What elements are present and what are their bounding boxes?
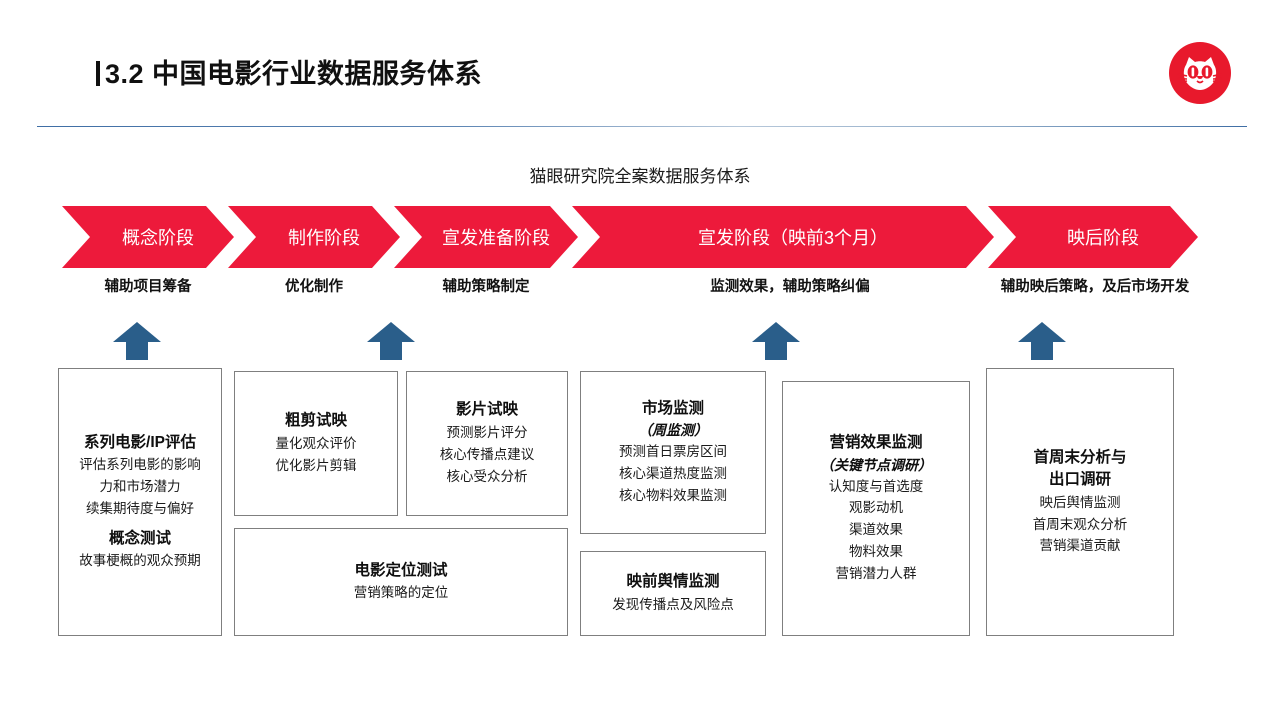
card-line: 观影动机 xyxy=(849,500,903,516)
card-film-screening[interactable]: 影片试映 预测影片评分 核心传播点建议 核心受众分析 xyxy=(406,371,568,516)
card-line: 物料效果 xyxy=(849,544,903,560)
card-line: 优化影片剪辑 xyxy=(275,457,357,473)
card-pre-release-sentiment[interactable]: 映前舆情监测 发现传播点及风险点 xyxy=(580,551,766,636)
chevron-phase-4[interactable]: 宣发阶段（映前3个月） xyxy=(572,206,994,268)
card-title: 营销效果监测 xyxy=(829,434,923,452)
card-title: 粗剪试映 xyxy=(284,412,347,430)
chevron-phase-5[interactable]: 映后阶段 xyxy=(988,206,1198,268)
chevron-phase-2[interactable]: 制作阶段 xyxy=(228,206,400,268)
header-divider xyxy=(37,126,1247,127)
card-line: 映后舆情监测 xyxy=(1039,494,1121,510)
card-line: 核心传播点建议 xyxy=(439,446,535,462)
card-line: 核心受众分析 xyxy=(446,468,528,484)
phase-caption-1: 辅助项目筹备 xyxy=(104,279,192,295)
card-line: 预测首日票房区间 xyxy=(619,444,727,460)
card-opening-weekend-analysis[interactable]: 首周末分析与 出口调研 映后舆情监测 首周末观众分析 营销渠道贡献 xyxy=(986,368,1174,636)
page-title: 3.2 中国电影行业数据服务体系 xyxy=(96,52,482,91)
card-title: 电影定位测试 xyxy=(354,561,448,579)
phase-chevron-band: 概念阶段 制作阶段 宣发准备阶段 宣发阶段（映前3个月） 映后阶段 xyxy=(0,206,1280,268)
card-title: 市场监测 xyxy=(641,399,704,417)
card-line: 续集期待度与偏好 xyxy=(86,501,194,516)
card-line: 首周末观众分析 xyxy=(1032,516,1128,532)
chevron-phase-4-label: 宣发阶段（映前3个月） xyxy=(697,228,888,248)
card-film-positioning-test[interactable]: 电影定位测试 营销策略的定位 xyxy=(234,528,568,636)
chevron-phase-2-label: 制作阶段 xyxy=(288,228,360,248)
chevron-phase-1-label: 概念阶段 xyxy=(122,228,194,248)
card-series-ip-evaluation[interactable]: 系列电影/IP评估 评估系列电影的影响 力和市场潜力 续集期待度与偏好 概念测试… xyxy=(58,368,222,636)
card-subtitle: （周监测） xyxy=(638,422,708,439)
title-accent-bar xyxy=(96,61,100,86)
card-line: 评估系列电影的影响 xyxy=(79,457,201,473)
card-line: 预测影片评分 xyxy=(446,424,528,440)
up-arrow-concept xyxy=(113,322,161,360)
diagram-subtitle: 猫眼研究院全案数据服务体系 xyxy=(529,167,751,186)
chevron-phase-3[interactable]: 宣发准备阶段 xyxy=(394,206,578,268)
card-line: 量化观众评价 xyxy=(275,435,357,451)
up-arrow-post-release xyxy=(1018,322,1066,360)
phase-caption-2: 优化制作 xyxy=(285,279,343,295)
chevron-phase-1[interactable]: 概念阶段 xyxy=(62,206,234,268)
card-title: 影片试映 xyxy=(455,401,518,419)
card-subtitle-heading: 概念测试 xyxy=(108,529,171,547)
card-line: 力和市场潜力 xyxy=(99,479,181,495)
card-market-monitoring[interactable]: 市场监测 （周监测） 预测首日票房区间 核心渠道热度监测 核心物料效果监测 xyxy=(580,371,766,534)
card-marketing-effect-monitoring[interactable]: 营销效果监测 （关键节点调研） 认知度与首选度 观影动机 渠道效果 物料效果 营… xyxy=(782,381,970,636)
card-line: 营销潜力人群 xyxy=(835,566,917,582)
card-title: 首周末分析与 xyxy=(1033,448,1127,466)
up-arrow-promotion xyxy=(752,322,800,360)
card-line: 营销渠道贡献 xyxy=(1039,538,1121,554)
card-line: 渠道效果 xyxy=(849,522,903,538)
card-line: 发现传播点及风险点 xyxy=(612,596,734,612)
page-title-text: 3.2 中国电影行业数据服务体系 xyxy=(105,59,483,89)
card-rough-cut-screening[interactable]: 粗剪试映 量化观众评价 优化影片剪辑 xyxy=(234,371,398,516)
card-title: 映前舆情监测 xyxy=(626,573,720,591)
maoyan-cat-logo xyxy=(1168,41,1232,105)
up-arrow-production xyxy=(367,322,415,360)
phase-caption-5: 辅助映后策略，及后市场开发 xyxy=(1000,279,1190,295)
card-line: 核心渠道热度监测 xyxy=(619,466,727,482)
card-title: 系列电影/IP评估 xyxy=(84,433,196,451)
card-line: 认知度与首选度 xyxy=(828,478,924,494)
card-title-line2: 出口调研 xyxy=(1048,471,1111,489)
chevron-phase-5-label: 映后阶段 xyxy=(1067,228,1139,248)
phase-caption-3: 辅助策略制定 xyxy=(442,279,530,295)
card-line: 营销策略的定位 xyxy=(353,585,449,601)
chevron-phase-3-label: 宣发准备阶段 xyxy=(442,228,550,248)
phase-caption-4: 监测效果，辅助策略纠偏 xyxy=(710,279,870,295)
card-line: 核心物料效果监测 xyxy=(619,488,727,504)
card-subtitle: （关键节点调研） xyxy=(820,456,932,473)
card-line: 故事梗概的观众预期 xyxy=(79,553,201,569)
